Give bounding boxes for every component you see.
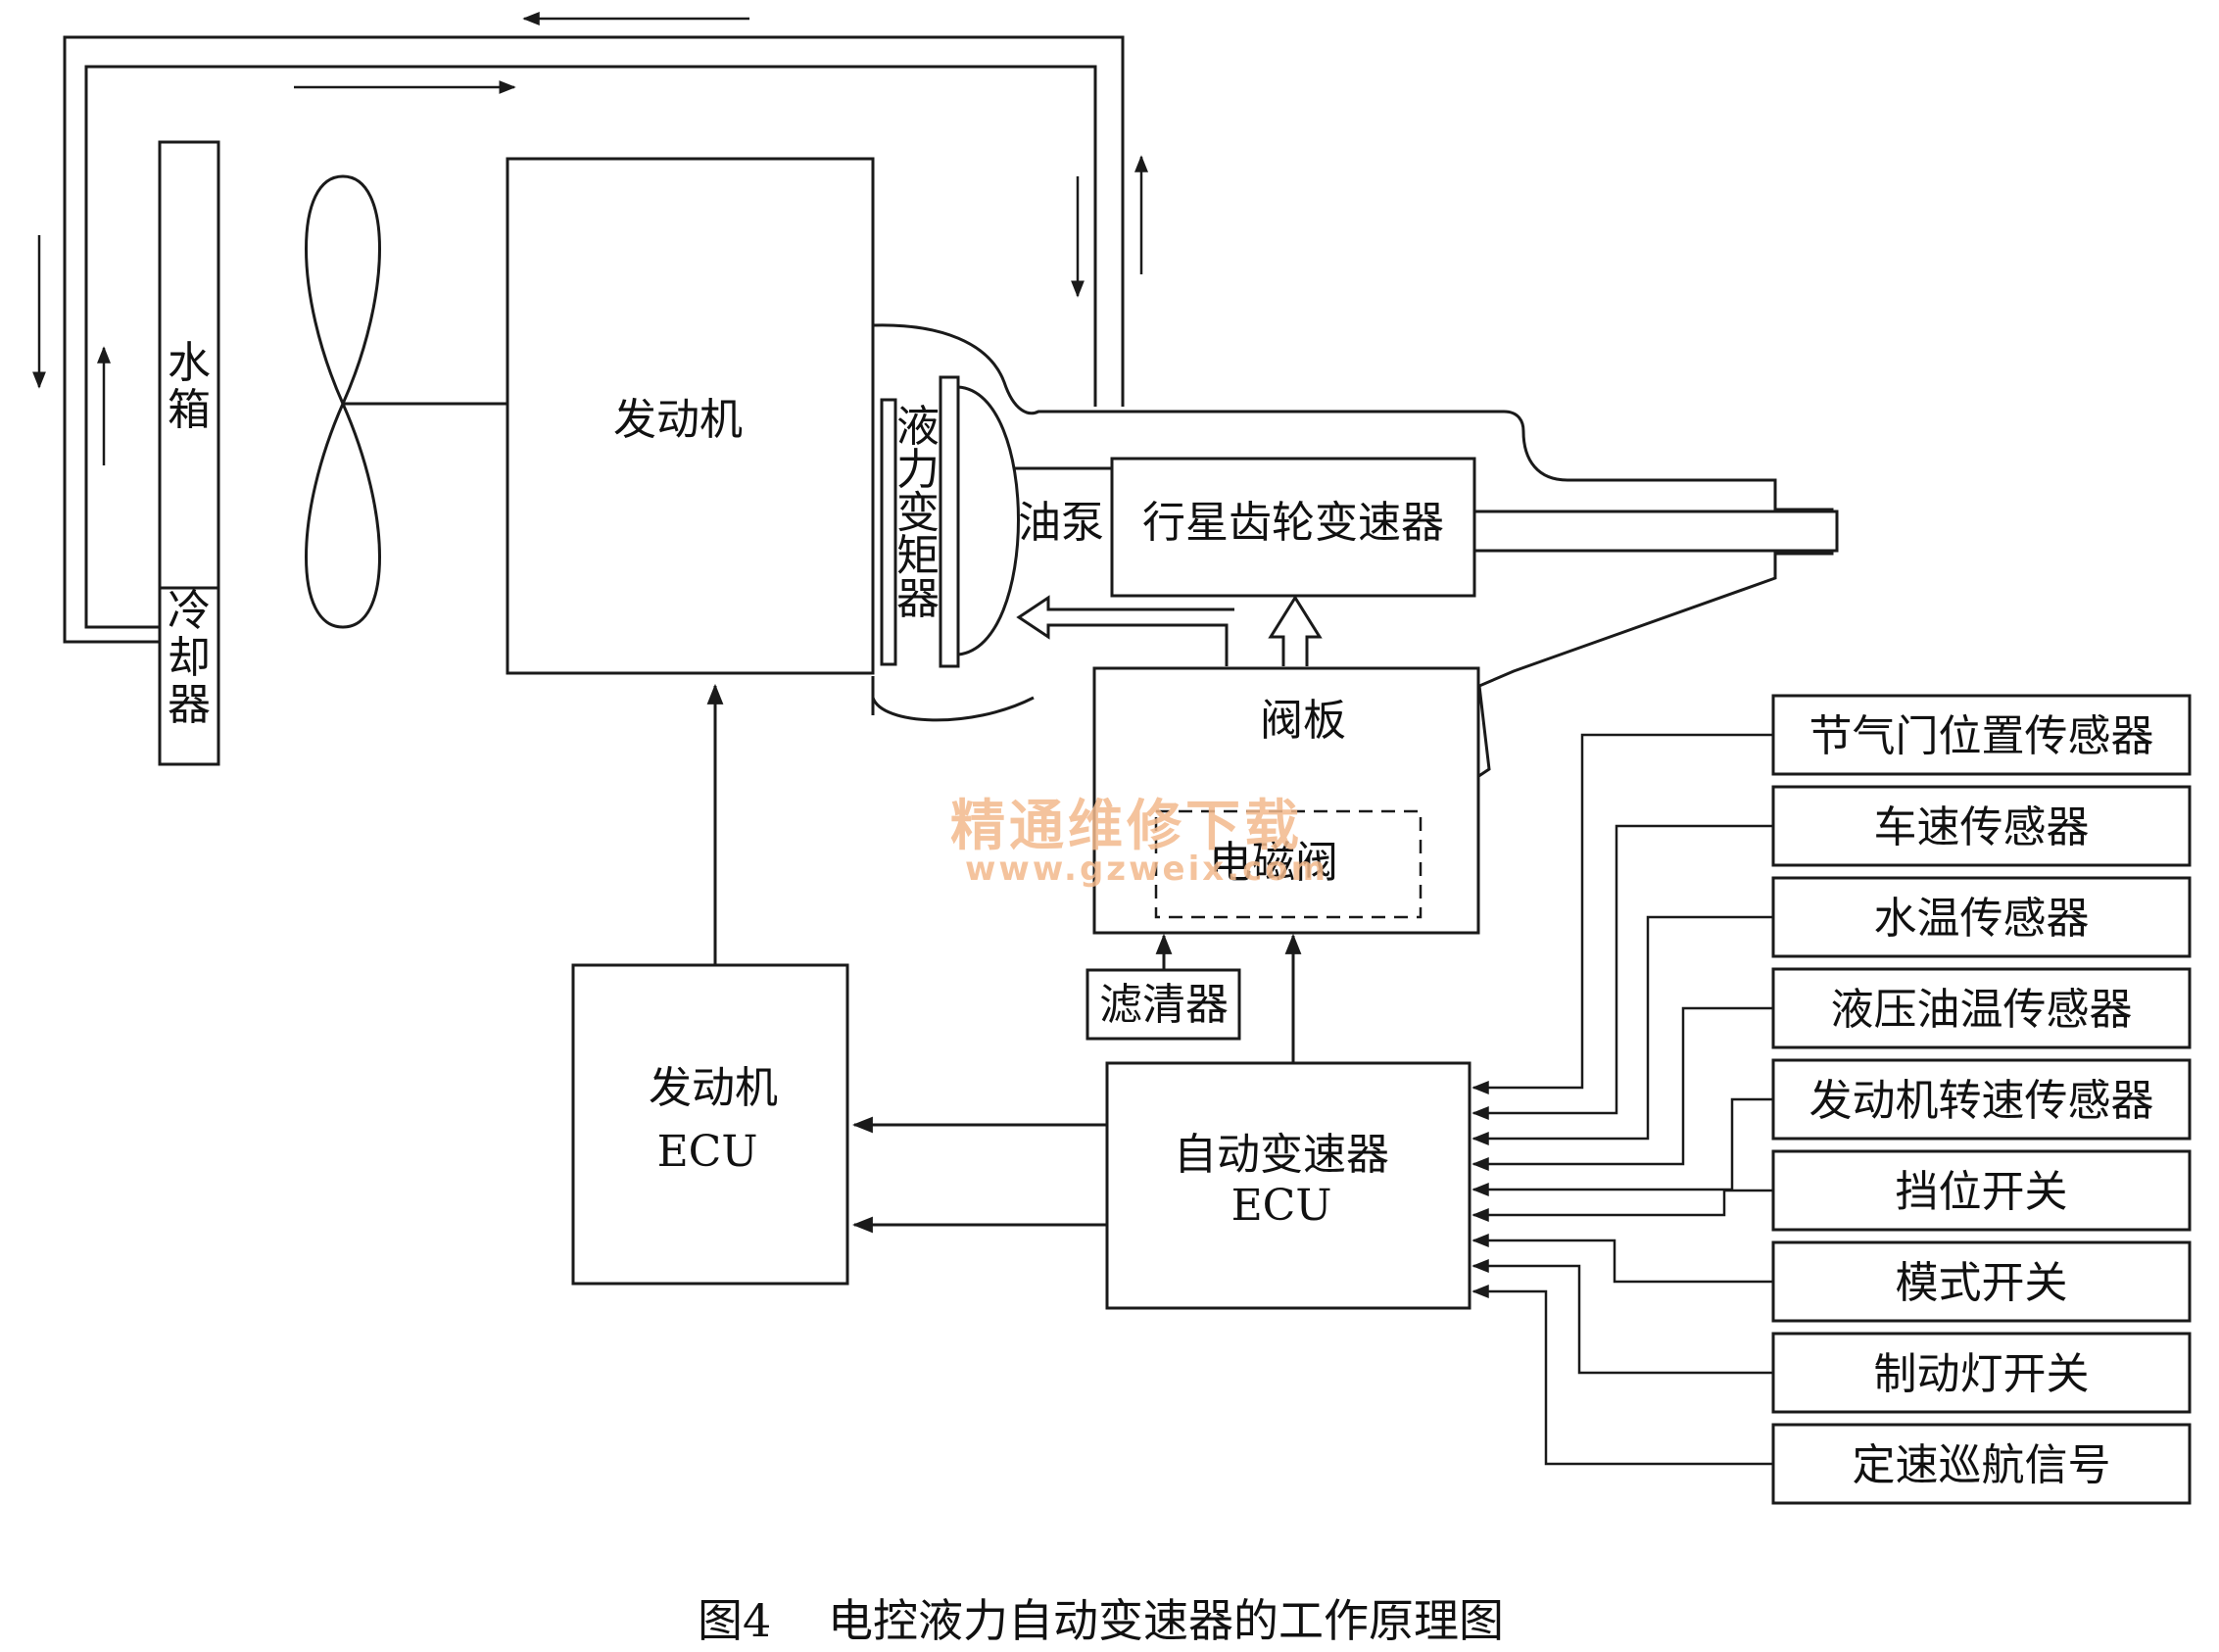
valve-body-box	[1092, 666, 1480, 935]
engine-ecu-box	[571, 963, 849, 1286]
watermark-url: www.gzweix.com	[965, 850, 1328, 889]
sensor-label: 液压油温传感器	[1831, 985, 2133, 1035]
engine-label: 发动机	[613, 395, 743, 445]
sensor-box	[1771, 1149, 2192, 1232]
torque-converter-housing	[939, 375, 960, 668]
sensor-label: 制动灯开关	[1874, 1349, 2090, 1399]
transmission-ecu-box	[1105, 1061, 1471, 1310]
solenoid-valve-box	[1154, 809, 1423, 919]
valve-body-label: 阀板	[1260, 696, 1346, 746]
sensor-signal-line	[1471, 733, 1773, 1094]
sensor-box	[1771, 876, 2192, 958]
sensor-signal-line	[1471, 1234, 1773, 1284]
engine-ecu-label: 发动机	[649, 1063, 778, 1113]
sensor-box	[1771, 1423, 2192, 1505]
sensor-box	[1771, 694, 2192, 776]
sensor-group: 节气门位置传感器车速传感器水温传感器液压油温传感器发动机转速传感器挡位开关模式开…	[1471, 694, 2192, 1505]
radiator-box	[158, 140, 220, 590]
cooler-box	[158, 586, 220, 766]
sensor-box	[1771, 1058, 2192, 1141]
transmission-ecu-sublabel: ECU	[1231, 1181, 1332, 1231]
filter-box	[1085, 968, 1241, 1041]
engine-box	[506, 157, 875, 675]
sensor-signal-line	[1471, 1285, 1773, 1466]
solenoid-valve-label: 电磁阀	[1209, 838, 1338, 888]
sensor-signal-line	[1471, 824, 1773, 1120]
sensor-label: 挡位开关	[1896, 1167, 2068, 1217]
figure-number: 图4	[698, 1594, 771, 1647]
figure-caption: 电控液力自动变速器的工作原理图	[828, 1594, 1504, 1647]
radiator-label: 水箱	[168, 338, 211, 435]
flow-arrows	[32, 12, 1148, 465]
planetary-gearbox-label: 行星齿轮变速器	[1142, 498, 1444, 548]
sensor-box	[1771, 785, 2192, 867]
valve-to-converter-arrow	[1016, 595, 1234, 666]
torque-converter-label: 液力变矩器	[896, 402, 940, 624]
sensor-box	[1771, 1332, 2192, 1414]
oil-pump-label: 油泵	[1018, 498, 1104, 548]
watermark-title: 精通维修下载	[950, 795, 1303, 858]
sensor-signal-line	[1471, 915, 1773, 1145]
valve-to-gearbox-arrow	[1268, 595, 1323, 666]
fan-icon	[305, 174, 507, 629]
planetary-gearbox-box	[1110, 457, 1476, 598]
sensor-signal-line	[1471, 1189, 1773, 1222]
sensor-label: 定速巡航信号	[1853, 1440, 2111, 1490]
sensor-signal-line	[1471, 1097, 1773, 1196]
sensor-signal-line	[1471, 1006, 1773, 1171]
transmission-housing	[872, 323, 1834, 781]
sensor-label: 发动机转速传感器	[1809, 1076, 2154, 1126]
sensor-box	[1771, 1240, 2192, 1323]
sensor-box	[1771, 967, 2192, 1049]
sensor-label: 车速传感器	[1874, 802, 2090, 852]
sensor-label: 节气门位置传感器	[1809, 711, 2154, 761]
coolant-loop	[63, 35, 1125, 644]
filter-label: 滤清器	[1099, 980, 1229, 1030]
sensor-signal-line	[1471, 1259, 1773, 1375]
sensor-label: 模式开关	[1896, 1258, 2068, 1308]
output-shaft	[1472, 510, 1839, 553]
transmission-ecu-label: 自动变速器	[1174, 1130, 1389, 1180]
torque-converter-plate	[880, 398, 897, 666]
sensor-label: 水温传感器	[1874, 894, 2090, 944]
engine-ecu-sublabel: ECU	[657, 1127, 758, 1177]
cooler-label: 冷却器	[168, 586, 211, 730]
